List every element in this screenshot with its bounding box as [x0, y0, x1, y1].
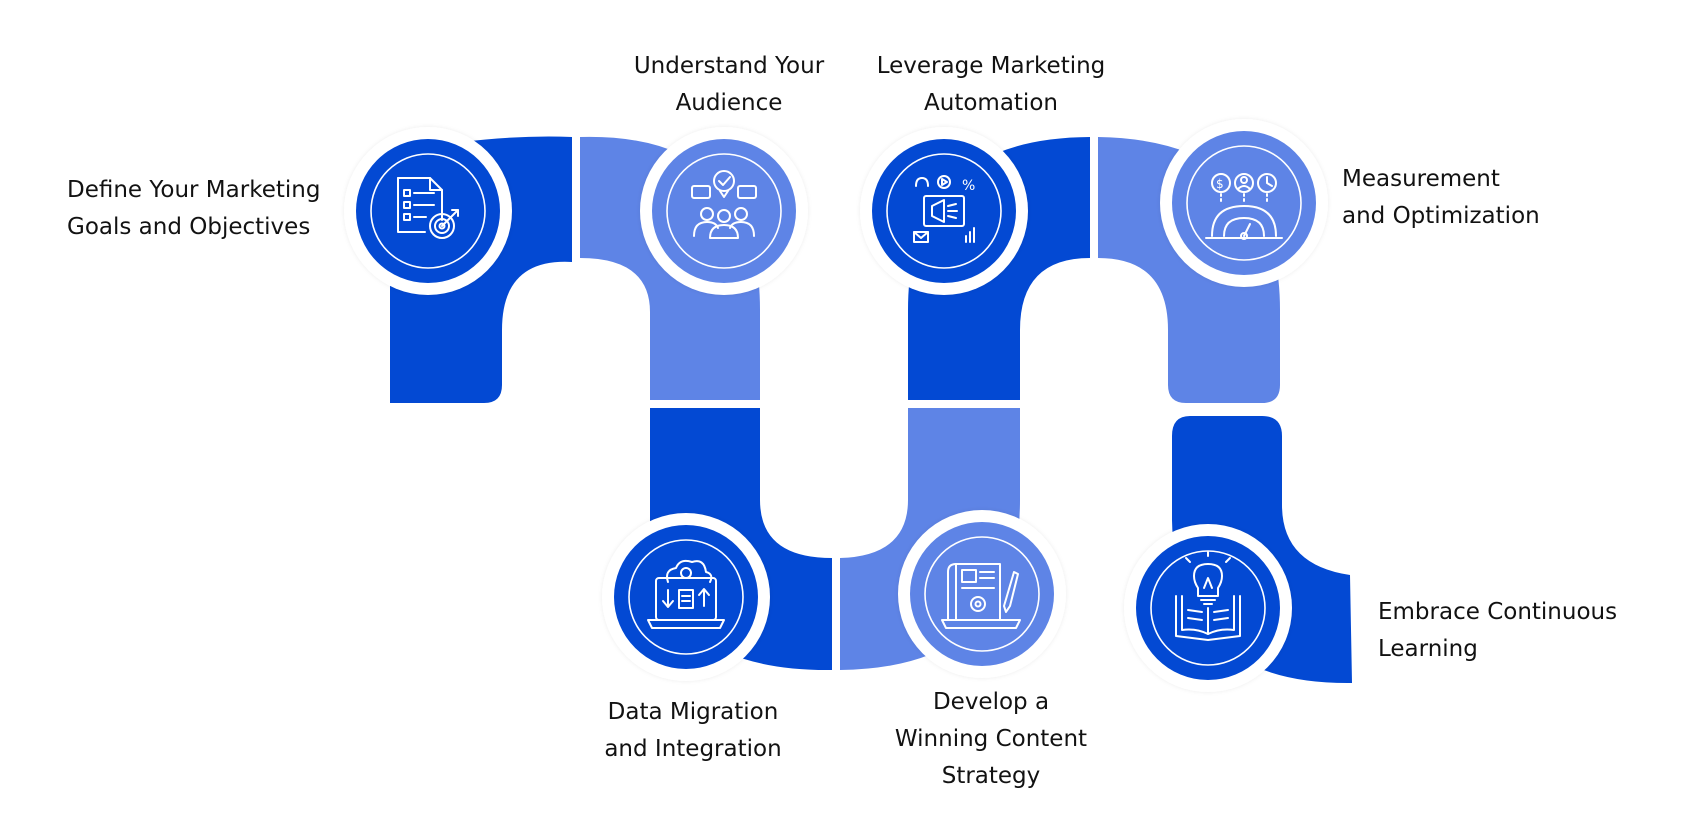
step-label-marketing-automation: Leverage Marketing Automation — [860, 48, 1122, 122]
step-label-continuous-learning: Embrace Continuous Learning — [1378, 594, 1617, 668]
step-label-data-migration: Data Migration and Integration — [562, 694, 824, 768]
step-circle-measurement: $ — [1160, 119, 1328, 287]
step-label-line: Winning Content — [894, 726, 1088, 752]
step-label-line: Measurement — [1342, 166, 1500, 192]
audience-people-icon — [691, 170, 757, 239]
step-circle-data-migration — [602, 513, 770, 681]
svg-text:$: $ — [1216, 177, 1224, 191]
step-circle-continuous-learning — [1124, 524, 1292, 692]
step-label-line: Define Your Marketing — [67, 177, 321, 203]
checklist-target-icon — [397, 177, 459, 239]
svg-text:%: % — [962, 178, 975, 194]
step-label-measurement: Measurement and Optimization — [1342, 161, 1540, 235]
step-label-line: Strategy — [941, 763, 1041, 789]
step-label-define-goals: Define Your Marketing Goals and Objectiv… — [67, 172, 320, 246]
megaphone-automation-icon: % — [913, 175, 975, 243]
step-label-understand-audience: Understand Your Audience — [598, 48, 860, 122]
step-label-line: Learning — [1378, 636, 1478, 662]
gauge-metrics-icon: $ — [1205, 173, 1283, 240]
step-label-line: Leverage Marketing — [876, 53, 1106, 79]
step-label-content-strategy: Develop a Winning Content Strategy — [860, 684, 1122, 795]
step-label-line: Goals and Objectives — [67, 214, 311, 240]
step-circle-marketing-automation: % — [860, 127, 1028, 295]
book-lightbulb-icon — [1175, 551, 1241, 641]
step-label-line: and Integration — [604, 736, 782, 762]
content-document-pen-icon — [941, 563, 1021, 629]
step-label-line: Understand Your — [633, 53, 825, 79]
step-label-line: Develop a — [932, 689, 1050, 715]
step-label-line: Automation — [924, 90, 1058, 116]
step-circle-content-strategy — [898, 510, 1066, 678]
step-label-line: Audience — [675, 90, 783, 116]
cloud-laptop-migration-icon — [647, 559, 725, 629]
step-label-line: and Optimization — [1342, 203, 1540, 229]
step-label-line: Data Migration — [607, 699, 779, 725]
step-circle-define-goals — [344, 127, 512, 295]
step-circle-understand-audience — [640, 127, 808, 295]
step-label-line: Embrace Continuous — [1378, 599, 1618, 625]
